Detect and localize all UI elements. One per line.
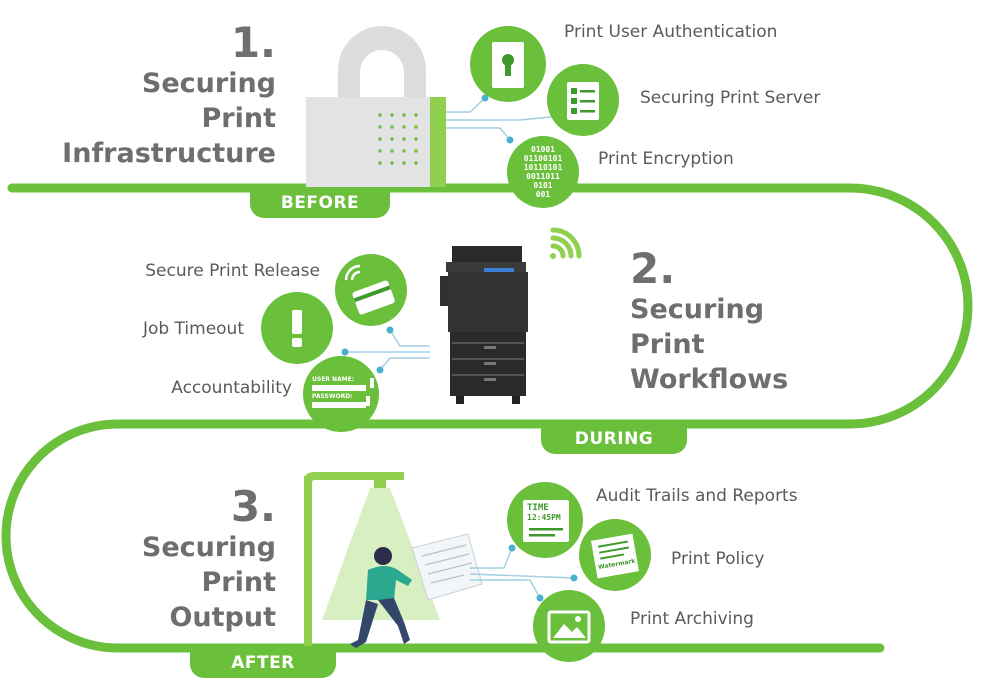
section-title-line: Output xyxy=(169,602,276,633)
section-number: 3. xyxy=(230,482,276,531)
time-value: 12:45PM xyxy=(527,513,561,522)
section-title-workflows: 2. Securing Print Workflows xyxy=(630,246,850,397)
feature-label-print-server: Securing Print Server xyxy=(640,88,821,108)
section-title-line: Print xyxy=(201,103,277,134)
section-title-line: Print xyxy=(201,567,277,598)
connector-lines-infrastructure xyxy=(446,97,561,141)
feature-label-accountability: Accountability xyxy=(171,378,292,398)
binary-row: 0101 xyxy=(533,181,553,190)
checklist-icon xyxy=(547,64,619,136)
exclamation-icon xyxy=(261,292,333,364)
feature-label-print-policy: Print Policy xyxy=(671,549,765,569)
binary-row: 01100101 xyxy=(523,154,563,163)
image-archive-icon xyxy=(533,590,605,662)
connector-lines-output xyxy=(469,547,575,599)
encryption-binary-text: 01001 01100101 10110101 0011011 0101 001 xyxy=(510,145,576,199)
section-title-line: Print xyxy=(630,329,705,360)
feature-label-user-authentication: Print User Authentication xyxy=(564,22,778,42)
feature-label-job-timeout: Job Timeout xyxy=(142,319,244,339)
section-title-infrastructure: 1. Securing Print Infrastructure xyxy=(40,20,276,171)
wifi-icon xyxy=(550,227,582,259)
section-title-line: Securing xyxy=(141,532,276,563)
time-card-text: TIME 12:45PM xyxy=(527,503,567,523)
user-name-label: USER NAME: xyxy=(312,376,355,383)
section-title-line: Securing xyxy=(141,68,276,99)
phase-tab-before: BEFORE xyxy=(250,188,390,218)
section-number: 2. xyxy=(630,244,676,293)
padlock-icon xyxy=(306,26,446,187)
connector-lines-workflows xyxy=(345,329,430,371)
binary-row: 001 xyxy=(535,190,551,199)
feature-label-print-archiving: Print Archiving xyxy=(630,609,754,629)
time-report-icon xyxy=(507,482,583,558)
printer-icon xyxy=(440,246,528,404)
person-icon xyxy=(350,547,412,648)
feature-label-secure-print-release: Secure Print Release xyxy=(145,261,320,281)
door-keyhole-icon xyxy=(470,26,546,102)
watermark-document-icon xyxy=(579,519,651,591)
binary-encryption-icon xyxy=(507,136,579,208)
binary-row: 01001 xyxy=(530,145,556,154)
section-title-line: Infrastructure xyxy=(62,138,276,169)
login-form-icon xyxy=(303,356,379,432)
phase-tab-after: AFTER xyxy=(190,648,336,678)
binary-row: 10110101 xyxy=(523,163,563,172)
paper-document-icon xyxy=(411,533,483,601)
flow-path xyxy=(1,183,973,653)
feature-label-print-encryption: Print Encryption xyxy=(598,149,734,169)
section-title-output: 3. Securing Print Output xyxy=(60,484,276,635)
section-title-line: Workflows xyxy=(630,364,789,395)
feature-label-audit-trails: Audit Trails and Reports xyxy=(596,486,798,506)
section-number: 1. xyxy=(230,18,276,67)
password-label: PASSWORD: xyxy=(312,393,353,400)
contactless-card-icon xyxy=(335,254,407,326)
section-title-line: Securing xyxy=(630,294,765,325)
time-word: TIME xyxy=(527,503,549,513)
binary-row: 0011011 xyxy=(526,172,560,181)
phase-tab-during: DURING xyxy=(541,424,687,454)
login-form-text: USER NAME: PASSWORD: xyxy=(312,376,372,408)
